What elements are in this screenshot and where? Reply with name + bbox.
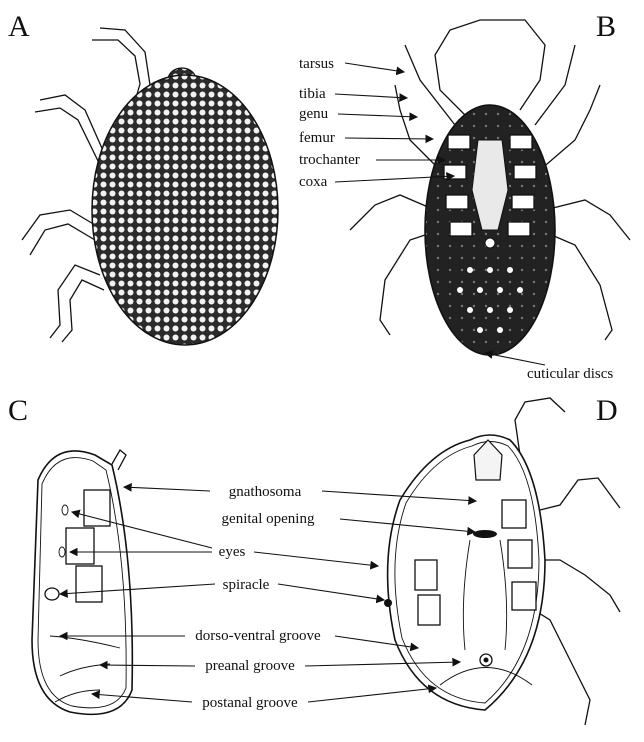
- label-dorso-ventral-groove: dorso-ventral groove: [195, 628, 321, 644]
- panel-c: C: [8, 394, 132, 714]
- label-gnathosoma: gnathosoma: [229, 484, 302, 500]
- genital-opening-mark: [473, 530, 497, 538]
- label-preanal-groove: preanal groove: [205, 658, 295, 674]
- ventral-body-d: [388, 435, 545, 710]
- spiracle-ventral: [384, 599, 392, 607]
- label-genu: genu: [299, 106, 329, 122]
- label-cuticular-discs: cuticular discs: [527, 366, 613, 382]
- label-tibia: tibia: [299, 86, 326, 102]
- leg-3: [22, 210, 95, 240]
- panel-d-letter: D: [596, 394, 618, 427]
- label-coxa: coxa: [299, 174, 328, 190]
- label-femur: femur: [299, 130, 335, 146]
- label-tarsus: tarsus: [299, 56, 334, 72]
- label-trochanter: trochanter: [299, 152, 360, 168]
- leg-2: [40, 95, 105, 155]
- gnathosoma-lateral: [112, 450, 126, 470]
- label-spiracle: spiracle: [223, 577, 270, 593]
- panel-a-letter: A: [8, 10, 30, 43]
- anus: [485, 238, 495, 248]
- panel-b-letter: B: [596, 10, 616, 43]
- label-genital-opening: genital opening: [222, 511, 315, 527]
- dorsal-body: [92, 75, 278, 345]
- panel-b: B tarsus tibia: [299, 10, 630, 382]
- label-eyes: eyes: [219, 544, 246, 560]
- panel-c-letter: C: [8, 394, 28, 427]
- label-postanal-groove: postanal groove: [202, 695, 298, 711]
- leg-4: [50, 265, 100, 338]
- panel-a: A: [8, 10, 278, 345]
- panel-d: D: [384, 394, 620, 725]
